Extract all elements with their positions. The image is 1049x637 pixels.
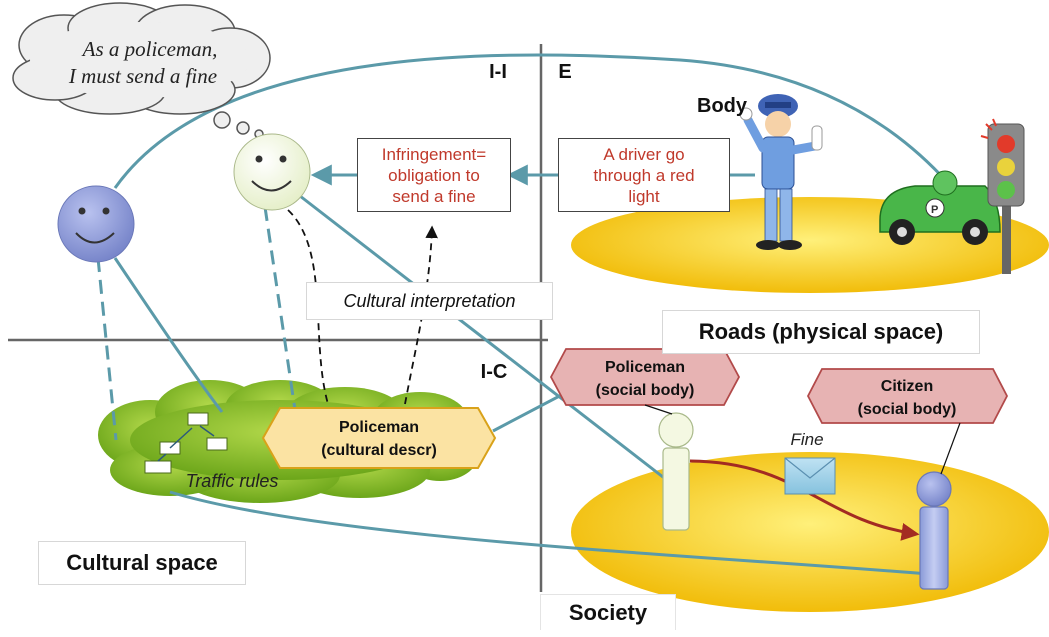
- policeman-cultural-tag-shape: [261, 407, 497, 469]
- citizen-social-tag-line1: Citizen: [881, 378, 933, 395]
- driver-box: A driver go through a red light: [558, 138, 730, 212]
- body-label: Body: [697, 95, 748, 117]
- blue-face-dashed-line: [96, 257, 118, 441]
- citizen-tag-pointer: [940, 422, 961, 475]
- citizen-social-tag-shape: [806, 368, 1009, 424]
- svg-text:P: P: [931, 204, 938, 216]
- policeman-social-tag-shape: [549, 348, 741, 406]
- thought-text-line1: As a policeman,: [81, 37, 218, 61]
- policeman-figure: [739, 94, 823, 250]
- pale-agent-face: [233, 133, 311, 211]
- policeman-social-tag-line1: Policeman: [605, 359, 685, 376]
- cloud-to-citizen-curve: [169, 490, 929, 576]
- infringement-box: Infringement= obligation to send a fine: [357, 138, 511, 212]
- policeman-social-tag-line2: (social body): [596, 382, 695, 399]
- face-to-pillar-line: [299, 194, 673, 486]
- policeman-cultural-tag-line1: Policeman: [339, 419, 419, 436]
- envelope-icon: [784, 457, 836, 495]
- green-car: P: [879, 170, 1001, 245]
- pale-face-dashed-line: [263, 206, 297, 411]
- traffic-rules-label: Traffic rules: [186, 471, 279, 491]
- rule-diagram-icon: [144, 412, 228, 474]
- agent-link-curve: [113, 53, 950, 189]
- quadrant-ic-label: I-C: [481, 361, 508, 383]
- thought-cloud: [12, 2, 271, 139]
- policeman-cultural-tag-line2: (cultural descr): [321, 442, 437, 459]
- fine-label: Fine: [790, 430, 823, 449]
- citizen-social-tag-line2: (social body): [858, 401, 957, 418]
- cultural-space-label: Cultural space: [38, 541, 246, 585]
- quadrant-e-label: E: [558, 61, 571, 83]
- society-label: Society: [540, 594, 676, 630]
- blue-face-to-cloud-line: [113, 257, 224, 413]
- roads-label: Roads (physical space): [662, 310, 980, 354]
- traffic-light: [980, 118, 1025, 274]
- cultural-interpretation-box: Cultural interpretation: [306, 282, 553, 320]
- policeman-pillar: [658, 412, 694, 531]
- thought-text-line2: I must send a fine: [68, 64, 217, 88]
- blue-agent-face: [57, 185, 135, 263]
- citizen-pillar: [916, 471, 952, 590]
- policeman-tag-pointer: [644, 404, 673, 415]
- quadrant-ii-label: I-I: [489, 61, 507, 83]
